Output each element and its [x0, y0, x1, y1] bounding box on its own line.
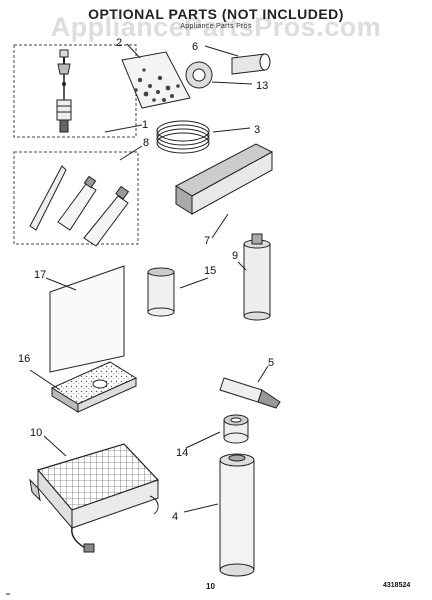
callout-4: 4: [172, 511, 178, 523]
page-number: 10: [206, 582, 215, 591]
callout-17: 17: [34, 269, 46, 281]
callout-3: 3: [254, 124, 260, 136]
callout-14: 14: [176, 447, 188, 459]
callout-1: 1: [142, 119, 148, 131]
callout-labels: 2 6 13 1 3 8 7 9 17 15 16 5 10 14 4: [18, 37, 274, 523]
callout-7: 7: [204, 235, 210, 247]
page-subtitle: Appliance Parts Pros: [180, 23, 252, 30]
callout-5: 5: [268, 357, 274, 369]
page-title: OPTIONAL PARTS (NOT INCLUDED): [88, 6, 344, 22]
document-number: 4318524: [383, 582, 411, 589]
part-7-foam-block: [174, 143, 274, 239]
part-16-filter-pad: [29, 361, 138, 413]
part-10-cutter-grid: [29, 435, 160, 553]
part-3-wire-coil: [156, 120, 251, 154]
part-15-container: [147, 267, 209, 317]
part-6-foam-tape: [185, 45, 271, 89]
part-9-aerosol-can: [237, 233, 271, 321]
part-1-valve: [13, 44, 143, 138]
watermark-text: AppliancePartsPros.com: [50, 12, 382, 42]
callout-9: 9: [232, 250, 238, 262]
part-13-leader: [211, 81, 253, 85]
callout-15: 15: [204, 265, 216, 277]
callout-16: 16: [18, 353, 30, 365]
part-14-tape-roll: [185, 414, 249, 449]
callout-13: 13: [256, 80, 268, 92]
callout-6: 6: [192, 41, 198, 53]
part-2-hardware-bag: [121, 43, 191, 109]
part-4-large-can: [183, 453, 255, 577]
callout-10: 10: [30, 427, 42, 439]
part-5-sealant-tube: [219, 365, 281, 409]
part-17-panel: [45, 265, 125, 373]
part-8-repair-kit: [13, 145, 143, 247]
callout-8: 8: [143, 137, 149, 149]
callout-2: 2: [116, 37, 122, 49]
